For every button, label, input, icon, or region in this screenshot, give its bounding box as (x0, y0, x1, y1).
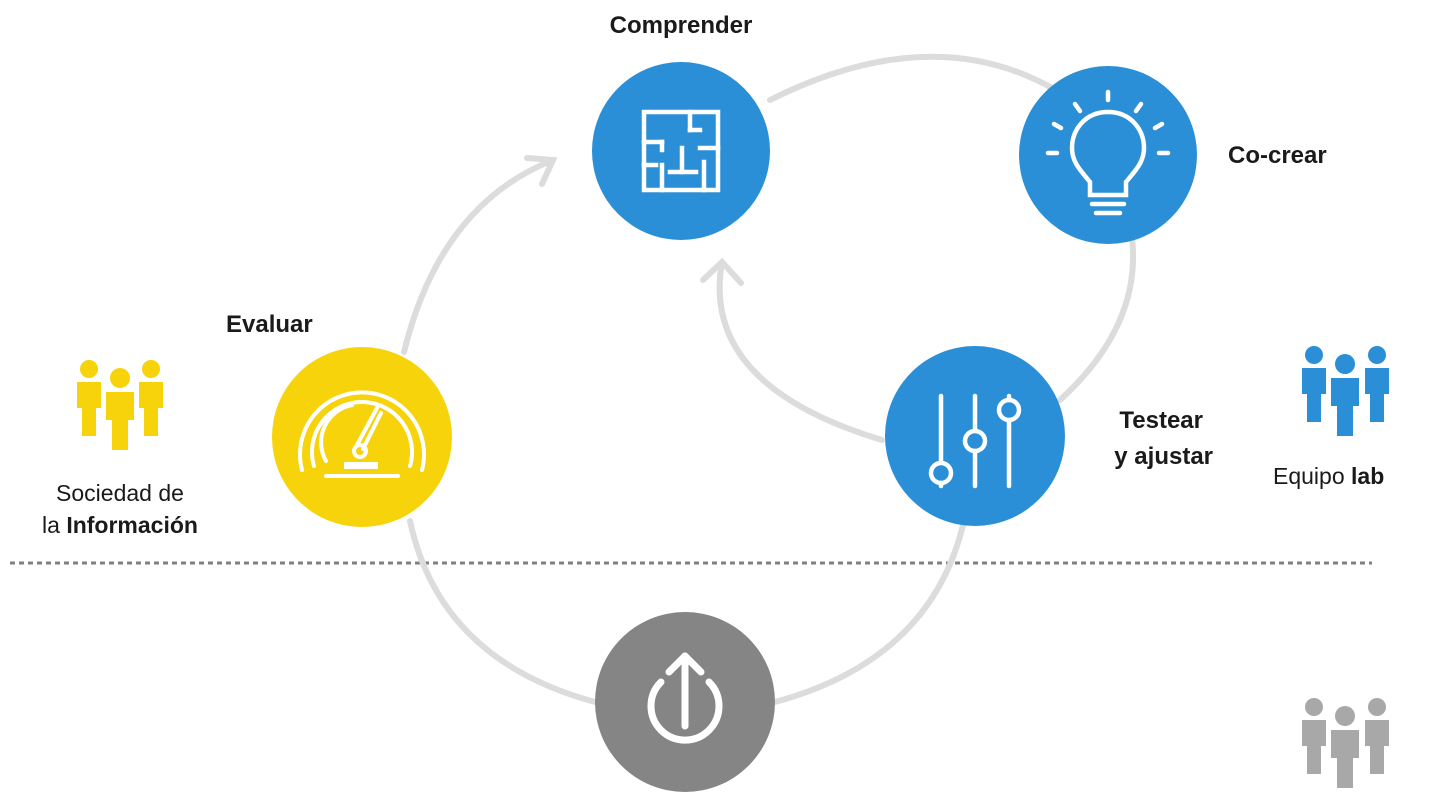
group-label-sociedad-bold: Información (66, 512, 198, 538)
step-label-testear-line1: Testear (1119, 407, 1203, 434)
arc-comprender-cocrear (767, 53, 1055, 103)
arrowhead-evaluar-comprender (524, 155, 558, 187)
step-label-evaluar: Evaluar (226, 311, 313, 338)
people-icon (1302, 698, 1389, 788)
people-icon (1302, 346, 1389, 436)
people-icon (77, 360, 163, 450)
group-label-equipo-bold: lab (1351, 463, 1385, 489)
arc-cocrear-testear (1057, 235, 1136, 403)
power-icon (647, 652, 723, 744)
arc-evaluar-inicio (407, 518, 598, 705)
lightbulb-icon (1045, 89, 1171, 216)
arc-inicio-testear (772, 522, 966, 705)
group-label-sociedad-line2: la Información (20, 509, 220, 541)
floorplan-icon (641, 109, 721, 193)
step-comprender: Comprender (592, 12, 770, 240)
group-label-sociedad: Sociedad de la Información (20, 477, 220, 541)
step-circle-cocrear (1019, 66, 1197, 244)
sliders-icon (928, 393, 1022, 489)
group-label-sociedad-line1: Sociedad de (56, 480, 184, 506)
group-label-equipo: Equipo lab (1273, 463, 1384, 490)
arc-evaluar-comprender (401, 157, 556, 355)
step-cocrear: Co-crear (1019, 66, 1327, 244)
cycle-arcs (401, 53, 1136, 705)
step-circle-testear (885, 346, 1065, 526)
arrowhead-testear-comprender (700, 257, 744, 286)
step-label-comprender: Comprender (610, 12, 753, 39)
group-label-equipo-prefix: Equipo (1273, 463, 1352, 489)
group-label-sociedad-prefix: la (42, 512, 67, 538)
step-testear: Testear y ajustar (885, 346, 1213, 526)
step-inicio (595, 612, 775, 792)
step-evaluar: Evaluar (226, 311, 452, 527)
speedometer-icon (298, 390, 426, 478)
step-label-testear-line2: y ajustar (1114, 443, 1213, 470)
arc-testear-comprender (716, 259, 885, 443)
step-label-cocrear: Co-crear (1228, 142, 1327, 169)
